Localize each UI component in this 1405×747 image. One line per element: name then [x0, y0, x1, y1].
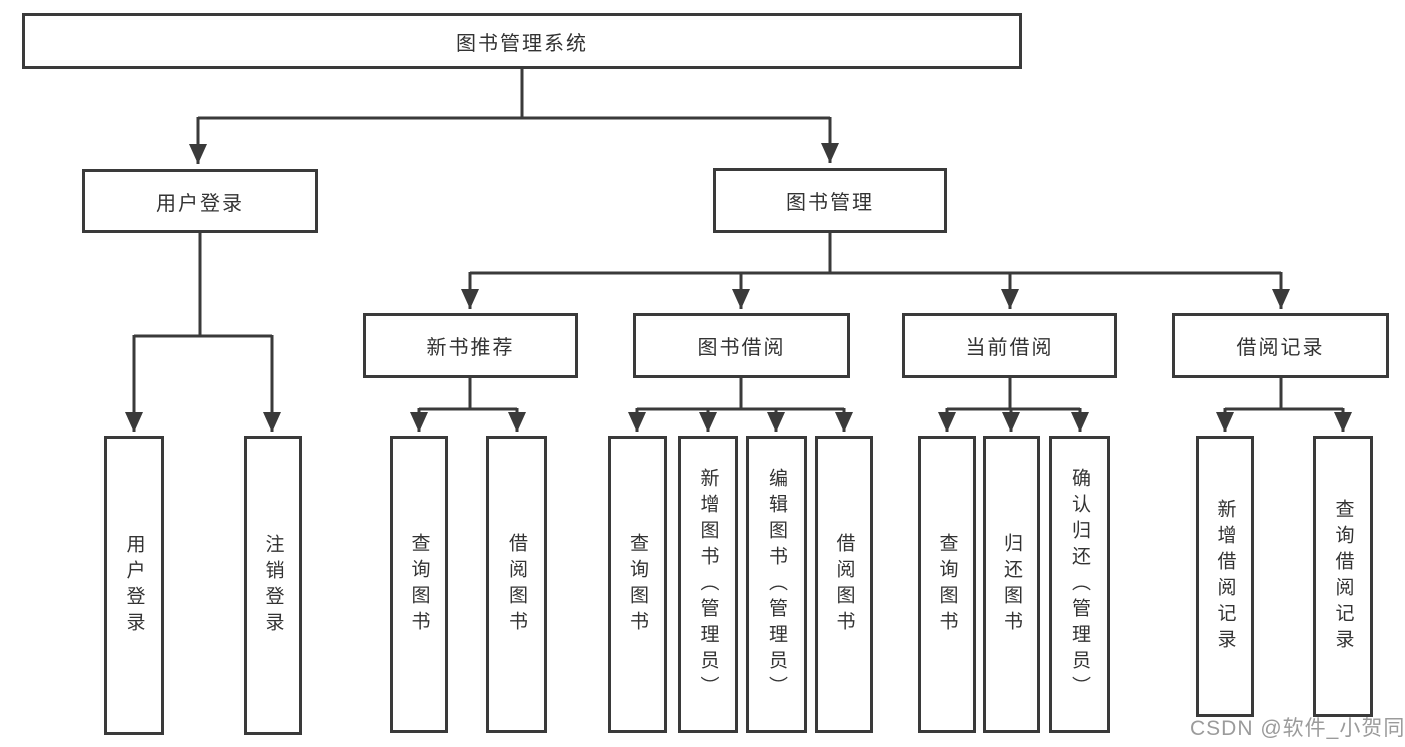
leaf-borrow-books: 借阅图书 [815, 436, 873, 733]
leaf-add-book-admin: 新增图书（管理员） [678, 436, 738, 733]
leaf-query-borrow-record: 查询借阅记录 [1313, 436, 1373, 717]
node-book-borrow: 图书借阅 [633, 313, 850, 378]
leaf-add-borrow-record: 新增借阅记录 [1196, 436, 1254, 717]
connector-book-management-to-level3 [461, 232, 1290, 309]
node-library-system: 图书管理系统 [22, 13, 1022, 69]
node-user-login: 用户登录 [82, 169, 318, 233]
node-current-borrow: 当前借阅 [902, 313, 1117, 378]
leaf-query-books-current: 查询图书 [918, 436, 976, 733]
leaf-borrow-books-recommend: 借阅图书 [486, 436, 547, 733]
connector-new-book-recommend-to-children [410, 377, 526, 432]
node-new-book-recommend: 新书推荐 [363, 313, 578, 378]
leaf-return-books: 归还图书 [983, 436, 1040, 733]
connector-book-borrow-to-children [628, 377, 853, 432]
leaf-confirm-return-admin: 确认归还（管理员） [1049, 436, 1110, 733]
leaf-query-books-recommend: 查询图书 [390, 436, 448, 733]
leaf-edit-book-admin: 编辑图书（管理员） [746, 436, 807, 733]
leaf-logout: 注销登录 [244, 436, 302, 735]
leaf-query-books-borrow: 查询图书 [608, 436, 667, 733]
connector-root-to-level2 [189, 69, 839, 164]
node-book-management: 图书管理 [713, 168, 947, 233]
leaf-user-login: 用户登录 [104, 436, 164, 735]
connector-borrow-records-to-children [1216, 377, 1352, 432]
node-borrow-records: 借阅记录 [1172, 313, 1389, 378]
connector-current-borrow-to-children [938, 377, 1089, 432]
csdn-watermark: CSDN @软件_小贺同学 [1190, 717, 1405, 740]
connector-user-login-to-children [125, 232, 281, 432]
